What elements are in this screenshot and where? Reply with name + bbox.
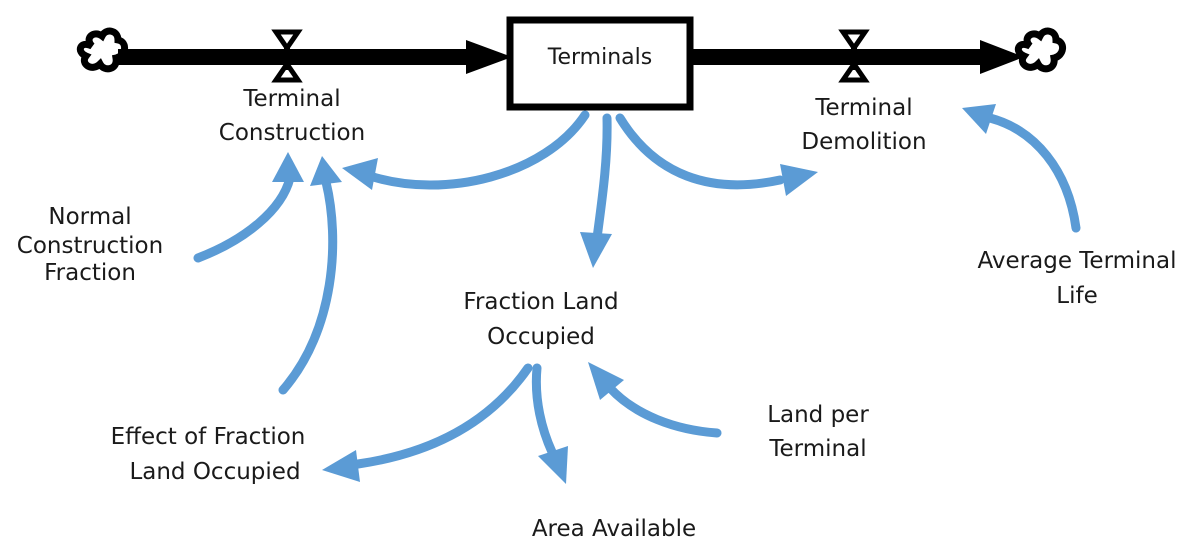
source-cloud-icon xyxy=(76,27,128,73)
outflow-label: Terminal Demolition xyxy=(801,95,926,155)
link-life-to-demolition xyxy=(985,113,1081,233)
inflow-label-line2: Construction xyxy=(219,120,365,146)
outflow-label-line1: Terminal xyxy=(814,95,912,121)
variable-label-line1: Land per xyxy=(767,402,869,428)
link-normal-fraction-to-construction xyxy=(193,173,295,263)
link-head-fraction xyxy=(580,232,612,268)
stock-terminals[interactable]: Terminals xyxy=(506,16,694,111)
variable-label-line2: Construction xyxy=(17,233,163,259)
variable-fraction-land-occupied[interactable]: Fraction Land Occupied xyxy=(463,289,618,350)
link-terminals-to-demolition xyxy=(615,113,785,190)
link-head-area xyxy=(538,446,568,484)
causal-links xyxy=(193,104,1081,484)
inflow-label: Terminal Construction xyxy=(219,86,365,146)
outflow-pipe xyxy=(690,40,1024,74)
link-fraction-to-effect xyxy=(353,363,533,469)
variable-land-per-terminal[interactable]: Land per Terminal xyxy=(767,402,869,462)
variable-label-line1: Average Terminal xyxy=(978,248,1177,274)
inflow-valve-icon xyxy=(271,29,303,83)
variable-label-line2: Land Occupied xyxy=(129,459,300,485)
link-head-life xyxy=(962,104,996,134)
link-effect-to-construction xyxy=(278,177,338,395)
variable-label-line2: Occupied xyxy=(487,324,595,350)
variable-effect-of-fraction-land-occupied[interactable]: Effect of Fraction Land Occupied xyxy=(111,424,306,485)
variable-label-line2: Terminal xyxy=(768,436,866,462)
link-head-construction xyxy=(342,158,378,190)
variable-label-line1: Fraction Land xyxy=(463,289,618,315)
link-fraction-to-area xyxy=(531,363,557,457)
inflow-pipe xyxy=(118,40,512,74)
inflow-label-line1: Terminal xyxy=(242,86,340,112)
link-head-normal-fraction xyxy=(272,152,304,182)
variable-average-terminal-life[interactable]: Average Terminal Life xyxy=(978,248,1177,309)
variable-label-line1: Normal xyxy=(48,204,131,230)
variable-label-line2: Life xyxy=(1056,283,1097,309)
link-head-effect-target xyxy=(322,450,360,482)
link-terminals-to-fraction xyxy=(592,113,612,243)
variable-label-line1: Area Available xyxy=(532,516,696,542)
sink-cloud-icon xyxy=(1014,27,1066,73)
link-terminals-to-construction xyxy=(365,110,590,190)
link-land-per-terminal-to-fraction xyxy=(605,383,722,438)
variable-area-available[interactable]: Area Available xyxy=(532,516,696,542)
link-head-demolition xyxy=(780,164,818,196)
outflow-valve-icon xyxy=(838,29,870,83)
outflow-label-line2: Demolition xyxy=(801,129,926,155)
variable-label-line1: Effect of Fraction xyxy=(111,424,306,450)
variable-normal-construction-fraction[interactable]: Normal Construction Fraction xyxy=(17,204,163,286)
variable-label-line3: Fraction xyxy=(44,260,136,286)
stock-label: Terminals xyxy=(547,45,652,70)
link-head-effect xyxy=(310,156,342,186)
link-head-land-per-terminal xyxy=(588,362,624,400)
